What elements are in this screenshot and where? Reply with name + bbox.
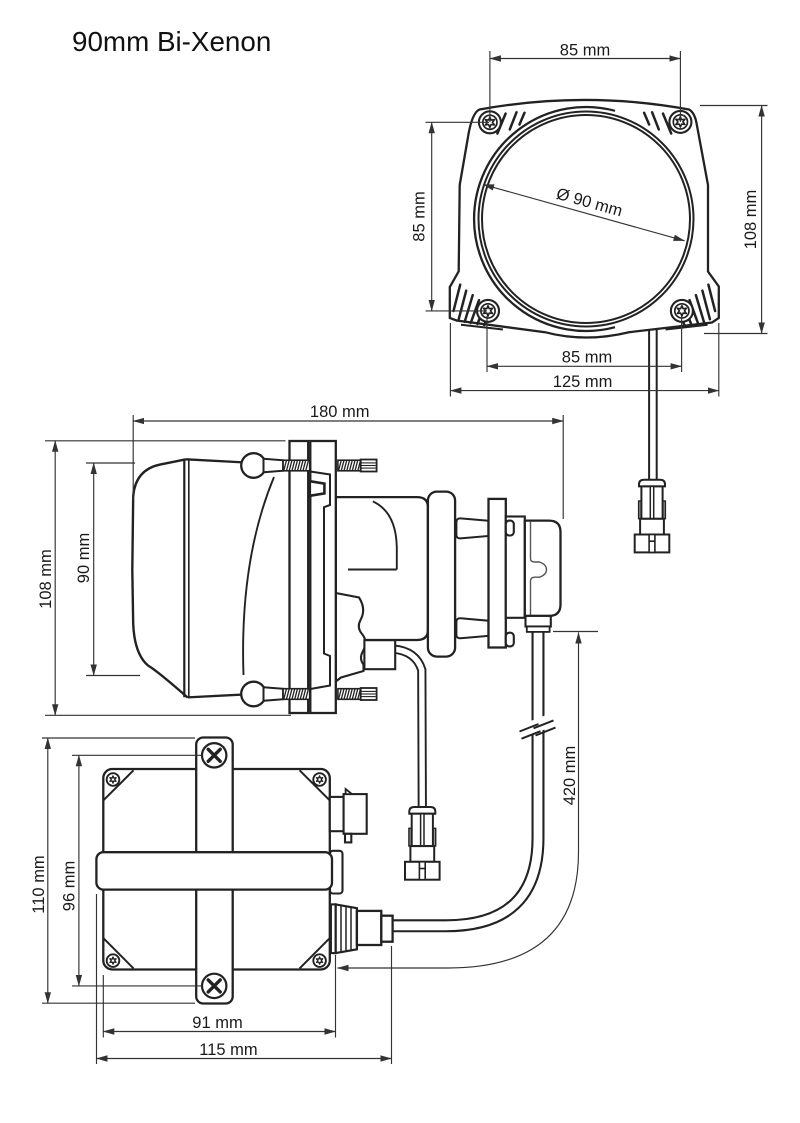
- svg-text:91 mm: 91 mm: [192, 1014, 242, 1032]
- svg-text:96 mm: 96 mm: [61, 861, 79, 911]
- svg-text:115 mm: 115 mm: [199, 1041, 257, 1059]
- svg-text:90 mm: 90 mm: [75, 533, 93, 583]
- svg-text:110 mm: 110 mm: [30, 855, 48, 913]
- svg-text:180 mm: 180 mm: [310, 403, 370, 421]
- svg-text:108 mm: 108 mm: [37, 549, 55, 609]
- svg-text:420 mm: 420 mm: [561, 746, 579, 806]
- svg-text:85 mm: 85 mm: [560, 41, 610, 59]
- svg-text:108 mm: 108 mm: [742, 190, 760, 250]
- svg-text:85 mm: 85 mm: [410, 191, 428, 241]
- svg-text:125 mm: 125 mm: [553, 373, 613, 391]
- svg-text:85 mm: 85 mm: [562, 349, 612, 367]
- svg-text:90mm Bi-Xenon: 90mm Bi-Xenon: [72, 26, 271, 57]
